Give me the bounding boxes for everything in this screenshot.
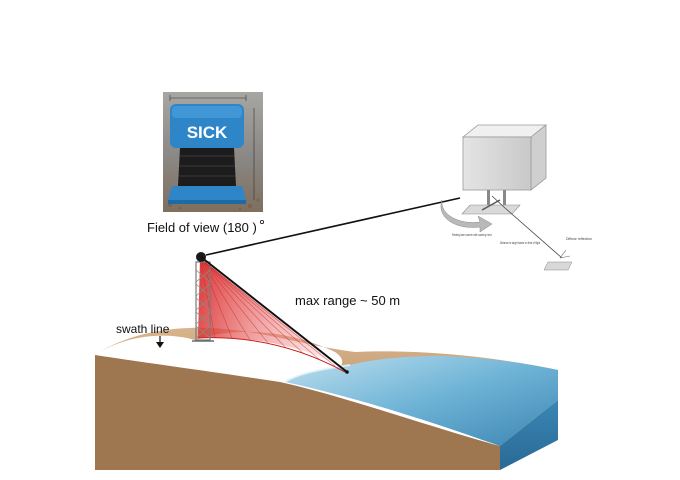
sensor-base: [168, 186, 246, 200]
sensor-window: [178, 148, 236, 186]
schematic-note-scanner: Rotating laser scanner with scanning mir…: [452, 232, 492, 237]
scanner-schematic: Rotating laser scanner with scanning mir…: [441, 125, 592, 270]
max-range-label: max range ~ 50 m: [295, 293, 400, 308]
target-surface: [544, 262, 572, 270]
schematic-note-reflection: Diffuse reflection: [566, 236, 592, 241]
schematic-note-distance: Distance to target based on time of flig…: [500, 240, 540, 245]
photo-caption: Field of view (180 ): [147, 220, 257, 235]
swath-arrow-icon: [156, 336, 164, 348]
schematic-box-side: [531, 125, 546, 190]
terrain: [95, 328, 558, 470]
sensor-brand-logo: SICK: [187, 123, 228, 142]
scan-fan: [198, 258, 345, 372]
schematic-box-front: [463, 137, 531, 190]
sensor-photo: SICK: [163, 92, 263, 212]
swath-line-label: swath line: [116, 322, 170, 336]
